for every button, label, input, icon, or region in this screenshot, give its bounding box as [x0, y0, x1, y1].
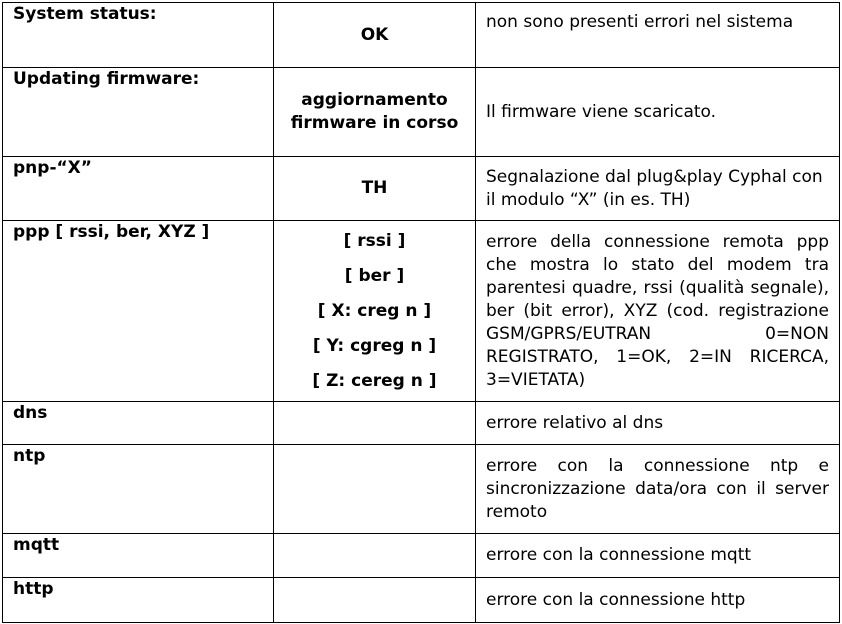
row-label: ppp [ rssi, ber, XYZ ]: [2, 220, 274, 402]
row-value-item: [ X: creg n ]: [317, 300, 432, 321]
table-row: pnp-“X” TH Segnalazione dal plug&play Cy…: [2, 156, 840, 221]
row-description: errore della connessione remota ppp che …: [475, 220, 840, 402]
row-label: mqtt: [2, 533, 274, 578]
row-description: errore relativo al dns: [475, 401, 840, 445]
row-description: Segnalazione dal plug&play Cyphal con il…: [475, 156, 840, 221]
row-description: Il firmware viene scaricato.: [475, 67, 840, 157]
row-value-item: [ Y: cgreg n ]: [312, 335, 437, 356]
row-value-item: [ rssi ]: [343, 230, 406, 251]
row-value-item: [ Z: cereg n ]: [312, 370, 437, 391]
row-value: OK: [273, 2, 476, 68]
row-value: [273, 577, 476, 623]
row-description: errore con la connessione http: [475, 577, 840, 623]
row-value: [273, 401, 476, 445]
row-value: aggiornamento firmware in corso: [273, 67, 476, 157]
row-label: Updating firmware:: [2, 67, 274, 157]
row-label: ntp: [2, 444, 274, 534]
row-value: [273, 444, 476, 534]
table-row: ppp [ rssi, ber, XYZ ] [ rssi ] [ ber ] …: [2, 220, 840, 402]
row-label: dns: [2, 401, 274, 445]
row-value: TH: [273, 156, 476, 221]
row-value: [273, 533, 476, 578]
row-value-list: [ rssi ] [ ber ] [ X: creg n ] [ Y: cgre…: [273, 220, 476, 402]
table-row: System status: OK non sono presenti erro…: [2, 2, 840, 68]
row-description: errore con la connessione ntp e sincroni…: [475, 444, 840, 534]
table-row: ntp errore con la connessione ntp e sinc…: [2, 444, 840, 534]
row-description: errore con la connessione mqtt: [475, 533, 840, 578]
table-row: Updating firmware: aggiornamento firmwar…: [2, 67, 840, 157]
row-label: pnp-“X”: [2, 156, 274, 221]
table-row: mqtt errore con la connessione mqtt: [2, 533, 840, 578]
row-label: System status:: [2, 2, 274, 68]
row-description: non sono presenti errori nel sistema: [475, 2, 840, 68]
row-label: http: [2, 577, 274, 623]
row-value-item: [ ber ]: [344, 265, 405, 286]
table-row: http errore con la connessione http: [2, 577, 840, 623]
table-row: dns errore relativo al dns: [2, 401, 840, 445]
